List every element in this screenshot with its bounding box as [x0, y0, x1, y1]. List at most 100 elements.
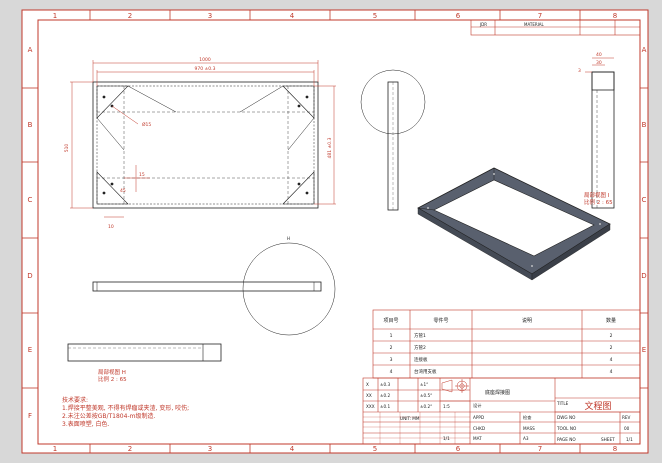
bom-table — [372, 309, 641, 379]
col-label: 6 — [456, 12, 461, 20]
bom-rows: 1 方管1 2 2 方管2 2 3 连接板 4 4 台湾用支板 4 — [390, 332, 613, 375]
outer-frame — [21, 9, 649, 454]
dim-side-a: 40 — [596, 52, 602, 58]
row-label: B — [28, 121, 33, 129]
col-label: 2 — [128, 445, 132, 453]
zone-ticks — [22, 10, 648, 453]
bom-cell: 4 — [610, 357, 613, 363]
ang-val: ±0.5° — [420, 393, 432, 398]
row-labels-left: A B C D E F — [27, 46, 32, 420]
section-view — [67, 343, 222, 362]
part-name: 文程图 — [584, 400, 611, 412]
dim-hole: Ø15 — [142, 121, 151, 128]
row-label: F — [28, 412, 32, 420]
projection-symbol-icon — [441, 379, 469, 393]
tol-row: XX — [366, 393, 372, 398]
col-label: 6 — [456, 445, 461, 453]
dim-inner-height: 481 ±0.3 — [327, 137, 333, 158]
bom-cell: 2 — [610, 333, 613, 339]
tol-val: ±0.2 — [380, 393, 391, 398]
row-label: A — [28, 46, 33, 54]
row-label: E — [642, 346, 646, 354]
col-label: 7 — [538, 445, 542, 453]
material-label: MAT — [473, 436, 482, 441]
title-block-hatch — [363, 412, 470, 444]
top-info-block — [470, 19, 641, 36]
bom-cell: 4 — [610, 369, 613, 375]
drawing-name: 底座焊接图 — [485, 389, 510, 396]
tol-row: X — [366, 382, 369, 387]
title-block — [362, 377, 641, 445]
scale-value: 1:5 — [443, 404, 450, 409]
ang-val: ±0.2° — [420, 404, 432, 409]
side-view — [387, 81, 399, 211]
mass-label: MASS — [523, 426, 535, 431]
mass-value: A3 — [523, 436, 529, 441]
tolerance-labels: X XX XXX ±0.3 ±0.2 ±0.1 ±1° ±0.5° ±0.2° … — [366, 382, 633, 442]
bom-cell: 连接板 — [414, 356, 428, 363]
bom-header-cell: 零件号 — [433, 317, 448, 324]
top-block-label: MATERIAL — [524, 22, 545, 27]
notes-title: 技术要求: — [62, 396, 88, 404]
front-dimensions — [70, 60, 336, 218]
col-label: 2 — [128, 12, 132, 20]
row-label: E — [28, 346, 32, 354]
page-no-label: PAGE NO — [557, 437, 576, 442]
isometric-view — [417, 167, 611, 281]
dim-corner-c: 45 — [120, 188, 126, 194]
row-label: B — [642, 121, 647, 129]
detail-view — [591, 71, 615, 209]
bom-cell: 2 — [390, 345, 393, 351]
col-label: 4 — [290, 445, 295, 453]
col-label: 1 — [53, 12, 57, 20]
row-labels-right: A B C D E — [641, 46, 646, 354]
ratio-value: 1/1 — [443, 436, 450, 441]
top-block-label: JDR — [479, 22, 487, 27]
bom-cell: 1 — [390, 333, 393, 339]
dwg-no-label: DWG NO — [557, 415, 576, 420]
tol-row: XXX — [366, 404, 375, 409]
detail-dimensions — [585, 57, 614, 73]
tool-no-label: TOOL NO — [556, 426, 577, 431]
dim-overall-height: 510 — [64, 144, 70, 153]
inner-frame — [37, 19, 641, 445]
bom-header-cell: 说明 — [522, 317, 532, 324]
col-label: 4 — [290, 12, 295, 20]
bom-cell: 台湾用支板 — [414, 368, 437, 375]
section-note-line2: 比例 2 : 65 — [98, 375, 127, 383]
column-labels-bottom: 1 2 3 4 5 6 7 8 — [53, 445, 617, 453]
row-label: D — [27, 272, 32, 280]
dim-side-c: 3 — [578, 68, 581, 74]
view-label-h: H — [287, 236, 290, 241]
notes-line: 2.未注公差按GB/T1804-m级制造. — [62, 412, 155, 420]
sheet-label: SHEET — [601, 437, 615, 442]
col-label: 5 — [373, 445, 377, 453]
sheet-value: 1/1 — [626, 437, 633, 442]
row-label: C — [28, 196, 33, 204]
col-label: 7 — [538, 12, 542, 20]
check-label: 检查 — [523, 414, 532, 421]
title-label: TITLE — [556, 401, 569, 406]
dim-inner-width: 970 ±0.3 — [195, 66, 216, 72]
bom-header: 项目号 零件号 说明 数量 — [383, 317, 616, 324]
bom-cell: 3 — [390, 357, 393, 363]
dim-corner-a: 10 — [108, 224, 114, 230]
detail-circle-h — [242, 242, 336, 336]
design-label: 设计 — [473, 402, 481, 409]
chkd-label: CHKD — [473, 426, 485, 431]
section-note-line1: 局部视图 H — [98, 368, 126, 376]
column-labels-top: 1 2 3 4 5 6 7 8 — [53, 12, 617, 20]
notes-line: 3.表面喷塑, 白色. — [62, 420, 110, 428]
col-label: 1 — [53, 445, 57, 453]
col-label: 5 — [373, 12, 377, 20]
row-label: D — [641, 272, 646, 280]
unit-label: UNIT: MM — [400, 416, 420, 421]
bom-cell: 2 — [610, 345, 613, 351]
iso-note-line1: 局部视图 I — [584, 191, 610, 199]
rev-label: REV — [622, 415, 631, 420]
row-label: C — [642, 196, 647, 204]
col-label: 8 — [613, 445, 617, 453]
bom-cell: 方管2 — [414, 344, 426, 351]
front-view-holes — [102, 95, 309, 195]
